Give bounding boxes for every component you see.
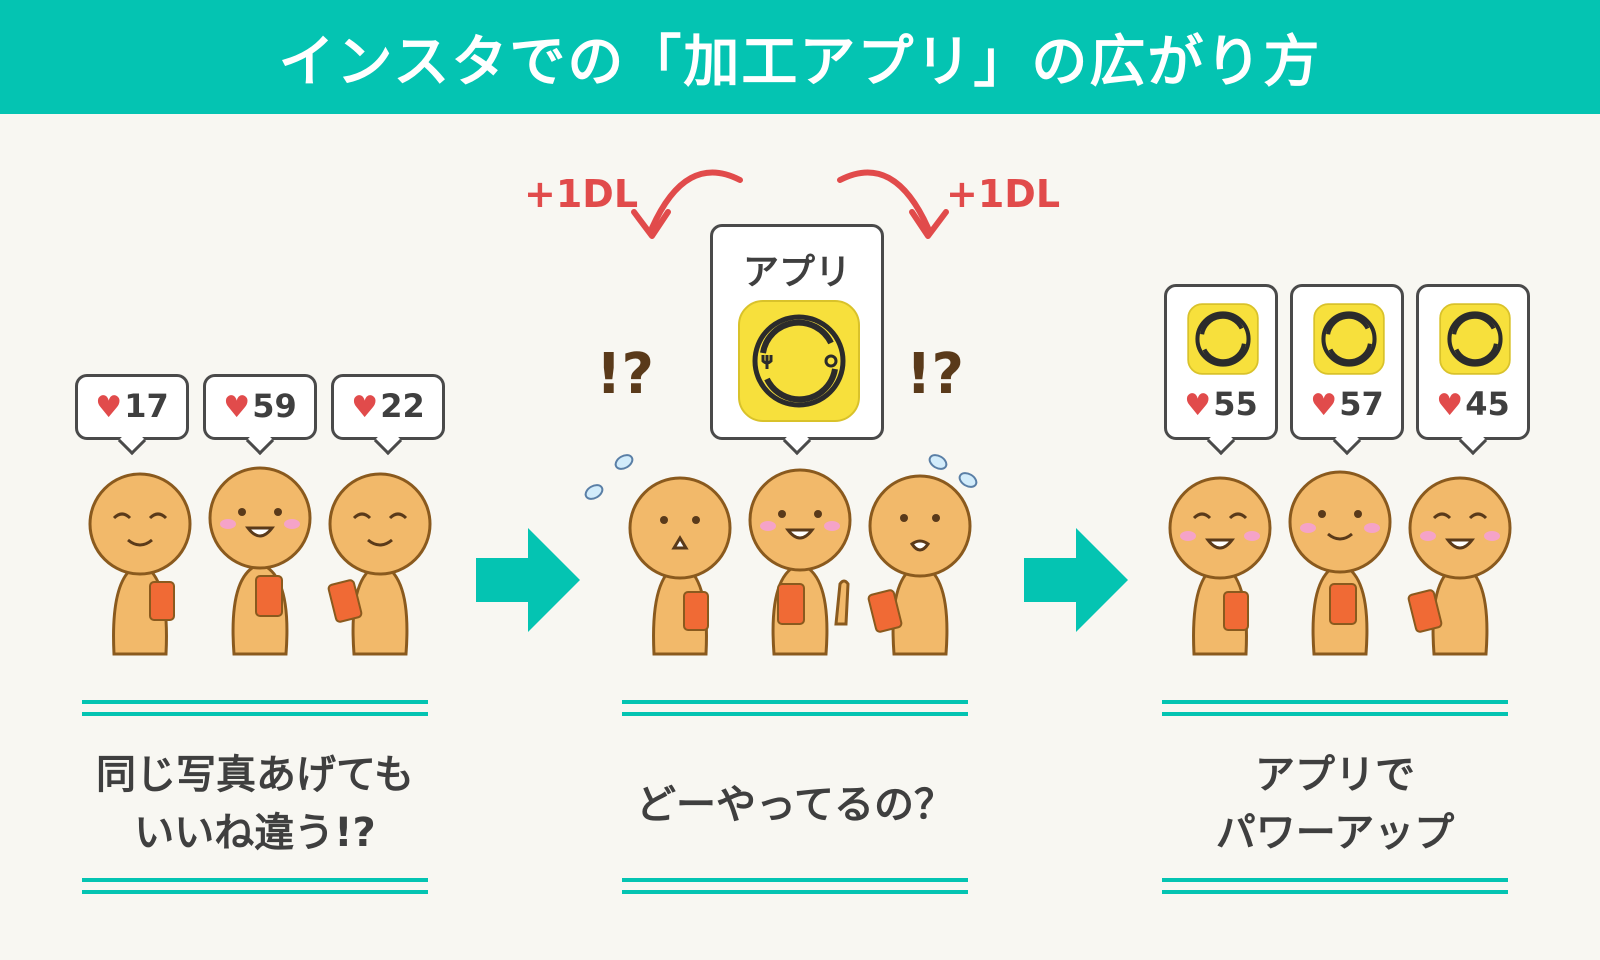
heart-icon: ♥: [95, 390, 123, 425]
heart-icon: ♥: [1310, 388, 1338, 423]
divider-top: [622, 700, 968, 716]
like-count: 55: [1213, 385, 1258, 423]
divider-top: [1162, 700, 1508, 716]
surprise-mark-left: !?: [596, 342, 655, 407]
caption-before: 同じ写真あげても いいね違う!?: [96, 752, 414, 856]
person-surprised: [628, 476, 732, 656]
app-bubble: アプリ: [710, 224, 884, 440]
right-arrow-icon: [476, 528, 580, 632]
person-happy: [208, 466, 312, 656]
heart-icon: ♥: [351, 390, 379, 425]
download-count-right: +1DL: [946, 172, 1061, 216]
curved-arrow-icon: [837, 169, 949, 239]
person-pointing: [748, 468, 852, 656]
panel-discover: +1DL +1DL アプリ !? !?: [524, 114, 1060, 960]
person-content: [327, 472, 432, 656]
download-count-left: +1DL: [524, 172, 639, 216]
like-bubble-3: ♥22: [331, 374, 445, 440]
sweat-drops-icon: [584, 454, 634, 500]
person-smile: [88, 472, 192, 656]
person-shocked: [867, 474, 972, 656]
like-count: 22: [380, 387, 425, 425]
curved-arrow-icon: [631, 169, 743, 239]
people-group-before: [88, 466, 432, 656]
camera-app-icon: [1187, 303, 1259, 375]
person-laughing: [1407, 476, 1512, 656]
app-label: アプリ: [742, 252, 851, 293]
sweat-drops-icon: [928, 454, 978, 488]
camera-app-icon: [1313, 303, 1385, 375]
camera-app-icon[interactable]: [737, 299, 861, 423]
divider-bottom: [82, 878, 428, 894]
divider-bottom: [622, 878, 968, 894]
caption-after: アプリで パワーアップ: [1215, 752, 1455, 856]
heart-icon: ♥: [1184, 388, 1212, 423]
heart-icon: ♥: [223, 390, 251, 425]
people-group-discover: [628, 468, 972, 656]
caption-discover: どーやってるの？: [636, 782, 954, 828]
like-bubble-1: ♥55: [1164, 284, 1278, 440]
header-banner: インスタでの「加工アプリ」の広がり方: [0, 0, 1600, 114]
divider-top: [82, 700, 428, 716]
person-joyful: [1168, 476, 1272, 656]
camera-app-icon: [1439, 303, 1511, 375]
like-bubble-2: ♥59: [203, 374, 317, 440]
person-grinning: [1288, 470, 1392, 656]
like-bubble-3: ♥45: [1416, 284, 1530, 440]
page-title: インスタでの「加工アプリ」の広がり方: [278, 29, 1322, 95]
panel-before: ♥17 ♥59 ♥22: [70, 114, 450, 960]
right-arrow-icon: [1024, 528, 1128, 632]
like-count: 17: [124, 387, 169, 425]
people-group-after: [1168, 470, 1512, 656]
surprise-mark-right: !?: [906, 342, 965, 407]
like-count: 57: [1339, 385, 1384, 423]
heart-icon: ♥: [1436, 388, 1464, 423]
like-bubble-2: ♥57: [1290, 284, 1404, 440]
panel-after: ♥55 ♥57 ♥45: [1150, 114, 1530, 960]
like-count: 45: [1465, 385, 1510, 423]
like-count: 59: [252, 387, 297, 425]
divider-bottom: [1162, 878, 1508, 894]
like-bubble-1: ♥17: [75, 374, 189, 440]
